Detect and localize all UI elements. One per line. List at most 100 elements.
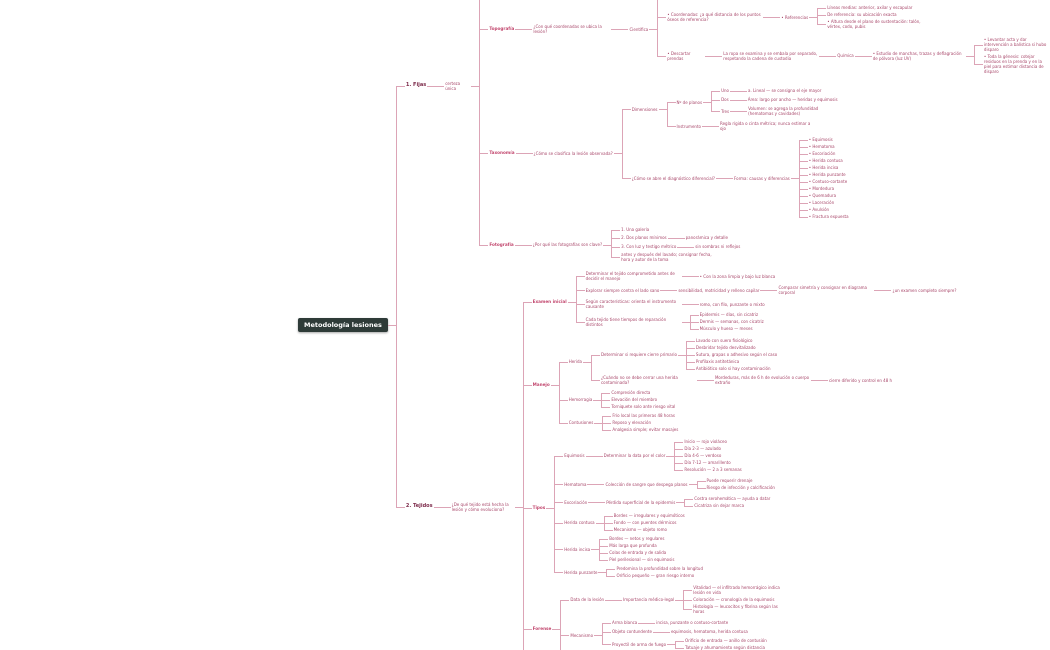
map-topic[interactable]: ¿De qué tejido está hecha la lesión y có… — [451, 501, 509, 512]
map-topic[interactable]: Costra serohemática — ayuda a datar — [694, 496, 771, 501]
map-topic[interactable]: • Hematoma — [808, 144, 835, 149]
map-topic[interactable]: Dermis — semanas, con cicatriz — [699, 319, 764, 324]
map-topic[interactable]: equimosis, hematoma, herida contusa — [670, 629, 748, 634]
map-topic[interactable]: Torniquete solo ante riesgo vital — [611, 404, 676, 409]
map-topic[interactable]: Manejo — [532, 381, 550, 387]
map-topic[interactable]: ¿Con qué coordenadas se ubica la lesión? — [533, 24, 602, 34]
map-topic[interactable]: Explorar siempre contra el lado sano — [585, 287, 660, 293]
map-topic[interactable]: sensibilidad, motricidad y relleno capil… — [678, 287, 760, 293]
map-topic[interactable]: Según características: orienta el instru… — [585, 299, 677, 309]
map-topic[interactable]: Científica — [629, 26, 649, 32]
map-topic[interactable]: Coloración — cronología de la equimosis — [693, 597, 775, 602]
map-topic[interactable]: Histología — leucocitos y fibrina según … — [693, 604, 778, 614]
map-topic[interactable]: Determinar la data por el color — [603, 453, 666, 458]
map-topic[interactable]: Regla rígida o cinta métrica; nunca esti… — [719, 121, 811, 131]
map-topic[interactable]: Orificio de entrada — anillo de contusió… — [685, 638, 767, 643]
map-topic[interactable]: 1. Una galería — [621, 227, 650, 232]
map-topic[interactable]: • Excoriación — [808, 151, 836, 156]
map-topic[interactable]: Orificio pequeño — gran riesgo interno — [616, 573, 695, 578]
map-topic[interactable]: Comparar simetría y consignar en diagram… — [778, 285, 867, 295]
map-topic[interactable]: Arma blanca — [612, 620, 638, 625]
map-topic[interactable]: Colas de entrada y de salida — [609, 550, 667, 555]
map-topic[interactable]: Antibiótico solo si hay contaminación — [695, 366, 771, 371]
map-topic[interactable]: Data de la lesión — [570, 597, 605, 602]
main-branch-topic[interactable]: 2. Tejidos — [405, 503, 433, 510]
map-topic[interactable]: Mecanismo — objeto romo — [613, 527, 667, 532]
map-topic[interactable]: Compresión directa — [611, 390, 651, 395]
map-topic[interactable]: Día 4-6 — verdoso — [684, 453, 722, 458]
map-topic[interactable]: • Quemadura — [808, 193, 837, 198]
map-topic[interactable]: Dimensiones — [631, 106, 658, 112]
map-topic[interactable]: Herida incisa — [564, 546, 591, 552]
map-topic[interactable]: Resolución — 2 a 3 semanas — [684, 467, 742, 472]
map-topic[interactable]: • Herida incisa — [808, 165, 839, 170]
map-topic[interactable]: Reposo y elevación — [612, 420, 651, 425]
map-topic[interactable]: Dos — [721, 97, 729, 102]
map-topic[interactable]: Músculo y hueso — meses — [699, 326, 753, 331]
map-topic[interactable]: Equimosis — [564, 453, 585, 458]
map-topic[interactable]: Desbridar tejido desvitalizado — [695, 345, 756, 350]
map-topic[interactable]: Topografía — [489, 26, 515, 32]
map-topic[interactable]: Tres — [721, 108, 730, 114]
map-topic[interactable]: • Con la zona limpia y bajo luz blanca — [699, 273, 776, 279]
map-topic[interactable]: Epidermis — días, sin cicatriz — [699, 312, 759, 317]
map-topic[interactable]: Predomina la profundidad sobre la longit… — [616, 566, 703, 571]
map-topic[interactable]: Cicatriza sin dejar marca — [694, 503, 745, 508]
map-topic[interactable]: Analgesia simple; evitar masajes — [612, 427, 679, 432]
map-topic[interactable]: Excoriación — [564, 499, 588, 505]
map-topic[interactable]: • Toda la génesis: cotejar residuos en l… — [983, 54, 1044, 74]
map-topic[interactable]: a. Lineal — se consigna el eje mayor — [748, 88, 822, 93]
map-topic[interactable]: Bordes — irregulares y equimóticos — [613, 513, 685, 518]
map-topic[interactable]: Hemorragia — [568, 397, 593, 402]
map-topic[interactable]: Área: largo por ancho — heridas y equimo… — [747, 97, 838, 102]
map-topic[interactable]: panorámica y detalle — [685, 235, 728, 240]
map-topic[interactable]: Día 7-12 — amarillento — [684, 460, 731, 465]
map-topic[interactable]: Lavado con suero fisiológico — [695, 338, 753, 343]
map-topic[interactable]: • Laceración — [808, 200, 835, 205]
map-topic[interactable]: Tipos — [532, 505, 546, 511]
map-topic[interactable]: Líneas medias: anterior, axilar y escapu… — [827, 5, 913, 10]
map-topic[interactable]: • Referencias — [781, 14, 809, 20]
map-topic[interactable]: • Altura desde el plano de sustentación:… — [827, 19, 921, 29]
map-topic[interactable]: • Mordedura — [808, 186, 835, 191]
map-topic[interactable]: Hematoma — [564, 481, 587, 487]
map-topic[interactable]: • Herida punzante — [808, 172, 846, 177]
map-topic[interactable]: • Estudio de manchas, trazas y deflagrac… — [872, 50, 962, 61]
map-topic[interactable]: Determinar el tejido comprometido antes … — [585, 271, 675, 281]
map-topic[interactable]: Fondo — con puentes dérmicos — [613, 520, 677, 525]
map-topic[interactable]: Objeto contundente — [612, 629, 652, 634]
map-topic[interactable]: La ropa se examina y se embala por separ… — [723, 50, 818, 61]
map-topic[interactable]: sin sombras ni reflejos — [695, 244, 741, 249]
map-topic[interactable]: Cada tejido tiene tiempos de reparación … — [585, 316, 667, 327]
map-topic[interactable]: cierre diferido y control en 48 h — [828, 377, 893, 383]
map-topic[interactable]: Más larga que profunda — [609, 543, 657, 548]
map-topic[interactable]: • Coordenadas: ¿a qué distancia de los p… — [667, 12, 761, 22]
map-topic[interactable]: • Fractura expuesta — [808, 214, 849, 219]
main-branch-topic[interactable]: 1. Fijas — [405, 82, 427, 89]
map-topic[interactable]: 2. Dos planos mínimos — [621, 235, 667, 240]
map-topic[interactable]: Herida contusa — [564, 520, 595, 525]
map-topic[interactable]: ¿Por qué las fotografías son clave? — [532, 242, 603, 247]
map-topic[interactable]: • Herida contusa — [808, 158, 843, 163]
map-topic[interactable]: Tatuaje y ahumamiento según distancia — [685, 645, 765, 650]
map-topic[interactable]: Contusiones — [568, 420, 594, 425]
map-topic[interactable]: Pérdida superficial de la epidermis — [606, 499, 676, 505]
map-topic[interactable]: Vitalidad — el infiltrado hemorrágico in… — [693, 585, 780, 595]
map-topic[interactable]: ¿Cómo se abre el diagnóstico diferencial… — [631, 175, 715, 181]
map-topic[interactable]: Proyectil de arma de fuego — [612, 641, 667, 647]
map-topic[interactable]: • Equimosis — [808, 137, 833, 142]
map-topic[interactable]: ¿Cómo se clasifica la lesión observada? — [533, 150, 613, 156]
map-topic[interactable]: Herida punzante — [564, 569, 598, 575]
map-topic[interactable]: romo, con filo, punzante o mixto — [699, 301, 765, 307]
map-topic[interactable]: • Contuso-cortante — [808, 179, 848, 184]
map-topic[interactable]: Inicio — rojo violáceo — [684, 439, 727, 444]
map-topic[interactable]: Instrumento — [676, 123, 701, 129]
map-topic[interactable]: Profilaxis antitetánica — [695, 359, 740, 364]
map-topic[interactable]: Sutura, grapas o adhesivo según el caso — [695, 352, 778, 357]
map-topic[interactable]: Nº de planos — [676, 99, 703, 105]
map-topic[interactable]: Volumen: se agrega la profundidad (hemat… — [748, 106, 819, 116]
map-topic[interactable]: ¿Cuándo no se debe cerrar una herida con… — [600, 375, 678, 385]
map-topic[interactable]: Mecanismo — [570, 632, 594, 638]
map-topic[interactable]: Química — [837, 53, 854, 58]
map-topic[interactable]: Determinar si requiere cierre primario — [600, 352, 677, 357]
